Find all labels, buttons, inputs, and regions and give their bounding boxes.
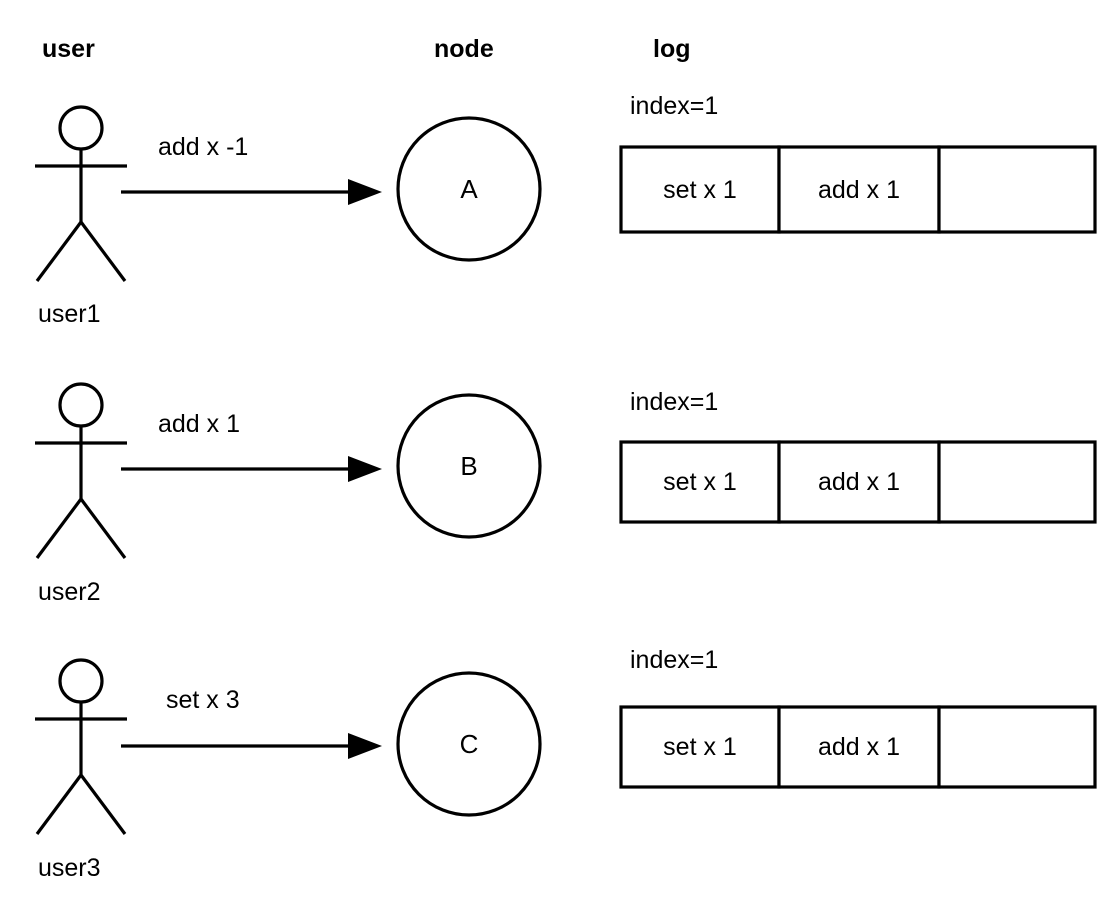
edge-label-row3: set x 3 [166,686,240,714]
actor-left-leg-line [35,498,83,559]
node-shape [396,116,542,262]
node-circle-b[interactable]: B [396,393,542,539]
node-circle-c[interactable]: C [396,671,542,817]
node-shape [396,671,542,817]
actor-head-icon [58,105,104,151]
actor-left-leg-line [35,774,83,835]
log-cell-label-slot2: add x 1 [818,733,900,761]
diagram-row: user2 add x 1 B index=1 set x 1 add x 1 [35,382,1097,606]
log-cell-label-slot1: set x 1 [663,176,737,204]
request-arrow-row2 [121,456,382,482]
node-circle-a[interactable]: A [396,116,542,262]
actor-figure-user1[interactable] [35,105,127,282]
actor-head-icon [58,658,104,704]
actor-left-leg-line [35,221,83,282]
log-cell-label-slot2: add x 1 [818,176,900,204]
log-cell-slot1[interactable] [619,145,781,234]
actor-right-leg-line [79,774,127,835]
log-table-row3: set x 1 add x 1 [619,705,1097,789]
log-cell-slot3[interactable] [937,440,1097,524]
request-arrow-row3 [121,733,382,759]
diagram-row: user3 set x 3 C index=1 set x 1 add x 1 [35,646,1097,882]
log-cell-slot2[interactable] [777,705,941,789]
node-label: C [460,729,479,759]
log-table-row2: set x 1 add x 1 [619,440,1097,524]
column-header-user: user [42,35,95,63]
arrow-head-icon [348,179,382,205]
arrow-head-icon [348,456,382,482]
log-cell-label-slot2: add x 1 [818,468,900,496]
actor-figure-user3[interactable] [35,658,127,835]
log-index-label-row1: index=1 [630,92,718,120]
log-cell-label-slot1: set x 1 [663,468,737,496]
actor-figure-user2[interactable] [35,382,127,559]
edge-label-row2: add x 1 [158,410,240,438]
log-cell-slot2[interactable] [777,440,941,524]
log-cell-slot1[interactable] [619,440,781,524]
actor-right-leg-line [79,221,127,282]
actor-label-user2: user2 [38,578,101,606]
log-index-label-row2: index=1 [630,388,718,416]
request-arrow-row1 [121,179,382,205]
column-header-node: node [434,35,494,63]
actor-label-user3: user3 [38,854,101,882]
actor-head-icon [58,382,104,428]
node-label: B [460,451,477,481]
log-cell-label-slot1: set x 1 [663,733,737,761]
log-cell-slot3[interactable] [937,705,1097,789]
log-cell-slot3[interactable] [937,145,1097,234]
log-index-label-row3: index=1 [630,646,718,674]
edge-label-row1: add x -1 [158,133,248,161]
node-label: A [460,174,478,204]
log-table-row1: set x 1 add x 1 [619,145,1097,234]
diagram-row: user1 add x -1 A index=1 set x 1 add x 1 [35,92,1097,328]
node-shape [396,393,542,539]
arrow-head-icon [348,733,382,759]
actor-label-user1: user1 [38,300,101,328]
actor-right-leg-line [79,498,127,559]
column-header-log: log [653,35,691,63]
